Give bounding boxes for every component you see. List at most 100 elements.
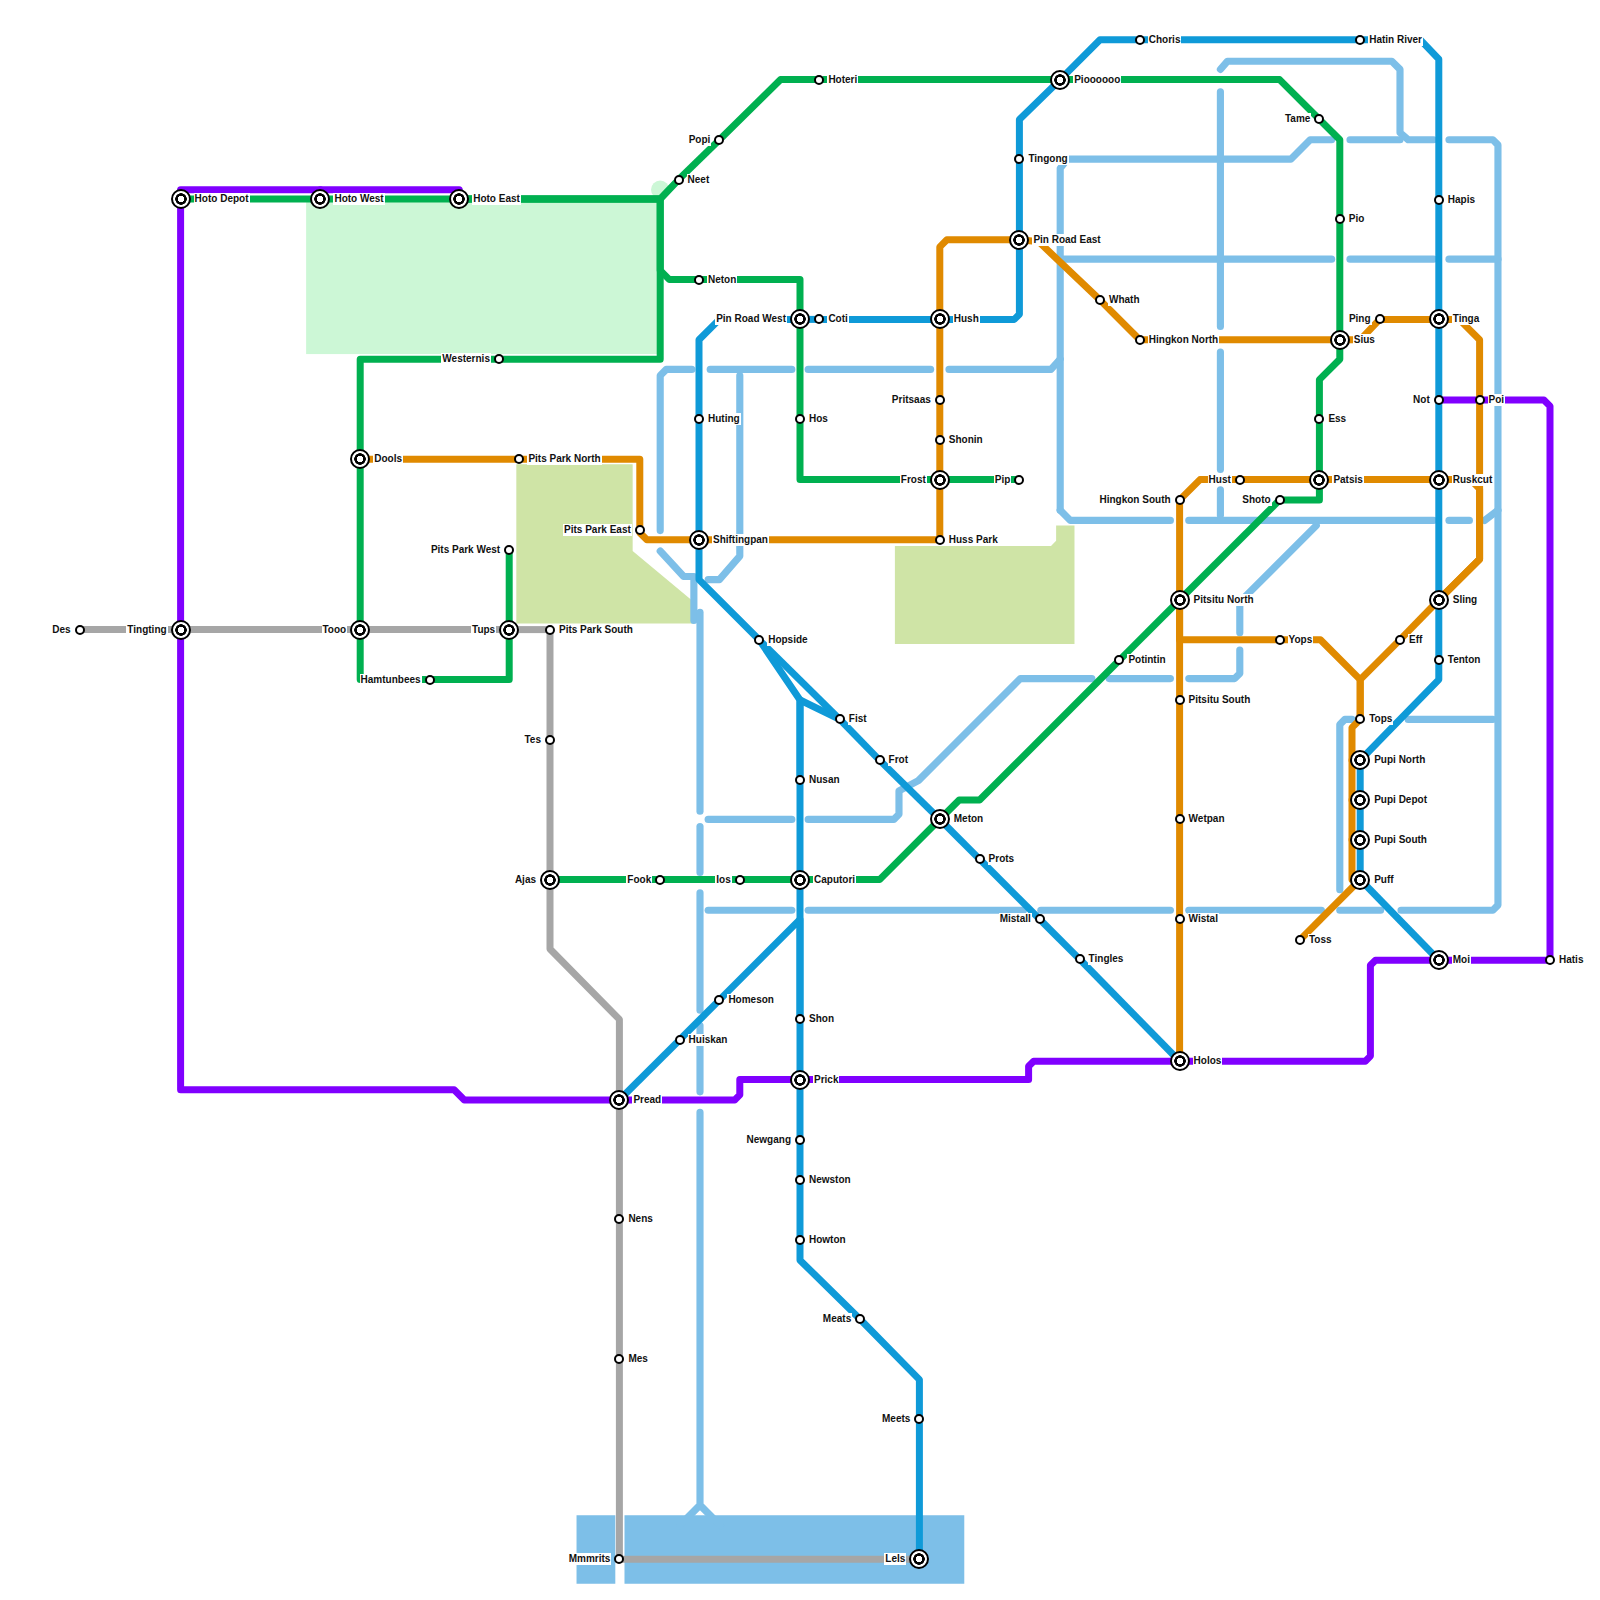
station: Pits Park East [635, 525, 645, 535]
track-segment [1366, 885, 1433, 954]
interchange-station: Moi [1429, 950, 1449, 970]
station-name: Nens [627, 1213, 653, 1225]
station: Hatis [1545, 955, 1555, 965]
station-name: Pits Park East [563, 524, 632, 536]
station-name: Meets [881, 1413, 911, 1425]
track-segment [916, 1422, 923, 1551]
track-segment [940, 240, 1012, 312]
track-segment [517, 626, 547, 633]
station-name: Hingkon North [1148, 334, 1219, 346]
interchange-station: Caputori [790, 870, 810, 890]
track-segment [547, 743, 554, 872]
track-segment [1435, 327, 1442, 397]
track-segment [797, 783, 804, 872]
station: Potintin [1114, 655, 1124, 665]
station: Tingong [1014, 154, 1024, 164]
station: Ess [1314, 414, 1324, 424]
station-name: Pitsitu North [1193, 594, 1255, 606]
station-name: Meton [953, 813, 984, 825]
station-name: Moi [1452, 954, 1471, 966]
station-name: Huiskan [688, 1034, 729, 1046]
station-name: Newston [808, 1174, 852, 1186]
station-name: Hos [808, 413, 829, 425]
track-segment [1176, 503, 1183, 592]
interchange-station: Sius [1330, 330, 1350, 350]
station: Eff [1395, 635, 1405, 645]
station-name: Shoto [1241, 494, 1271, 506]
track-segment [1444, 403, 1479, 594]
interchange-station: Pin Road West [790, 309, 810, 329]
station-name: Hoto East [472, 193, 521, 205]
station-name: Pupi Depot [1373, 794, 1428, 806]
station-name: Sius [1353, 334, 1376, 346]
interchange-station: Frost [930, 470, 950, 490]
station-name: Popi [688, 134, 712, 146]
station: Pio [1335, 214, 1345, 224]
track-segment [1447, 319, 1480, 397]
station-name: Hoto Depot [194, 193, 250, 205]
station-name: Hatis [1558, 954, 1584, 966]
track-segment [1102, 302, 1138, 338]
track-segment [945, 825, 977, 857]
track-segment [1366, 663, 1439, 754]
track-segment [1243, 476, 1312, 483]
track-segment [699, 548, 757, 638]
station-name: Hopside [767, 634, 808, 646]
track-segment [1176, 703, 1183, 816]
station: Fook [655, 875, 665, 885]
track-segment [1180, 608, 1277, 640]
interchange-station: Ajas [540, 870, 560, 890]
station: Hapis [1434, 195, 1444, 205]
station-name: Tingong [1027, 153, 1068, 165]
track-segment [1444, 480, 1479, 595]
station-name: Toss [1308, 934, 1333, 946]
station-name: Pread [632, 1094, 662, 1106]
track-segment [320, 190, 459, 191]
station-name: Ess [1327, 413, 1347, 425]
track-segment [699, 319, 792, 416]
station: Mistall [1035, 914, 1045, 924]
station: Newgang [795, 1135, 805, 1145]
station: Meats [855, 1314, 865, 1324]
track-segment [1302, 885, 1355, 938]
track-segment [1357, 808, 1364, 832]
station-name: Tops [1368, 713, 1393, 725]
track-segment [616, 1222, 623, 1356]
station-name: Frost [900, 474, 927, 486]
track-segment [616, 1362, 623, 1556]
track-segment [722, 80, 817, 138]
track-segment [1176, 922, 1183, 1053]
interchange-station: Prick [790, 1070, 810, 1090]
station-name: Shonin [948, 434, 984, 446]
track-segment [808, 825, 934, 880]
track-segment [722, 919, 801, 1016]
track-segment [1316, 422, 1323, 471]
track-segment [797, 1183, 804, 1237]
station-name: Pritsaas [891, 394, 932, 406]
station-name: Whath [1108, 294, 1141, 306]
interchange-station: Sling [1429, 590, 1449, 610]
track-segment [948, 248, 1020, 320]
track-segment [797, 1022, 804, 1071]
track-segment [936, 488, 943, 537]
interchange-station: Tingting [171, 620, 191, 640]
station: Poi [1475, 395, 1485, 405]
station: Des [75, 625, 85, 635]
station: Popi [714, 135, 724, 145]
station: Pip [1014, 475, 1024, 485]
station: Hoteri [814, 75, 824, 85]
station-name: Holos [1193, 1055, 1223, 1067]
track-segment [506, 553, 513, 622]
station: Tes [545, 735, 555, 745]
station-name: Hingkon South [1098, 494, 1171, 506]
station: Pits Park North [514, 454, 524, 464]
station: Prots [975, 854, 985, 864]
station: Pitsitu South [1175, 695, 1185, 705]
station: Pritsaas [935, 395, 945, 405]
station: Tingles [1075, 954, 1085, 964]
track-segment [522, 459, 639, 526]
station: Hopside [754, 635, 764, 645]
track-segment [1336, 222, 1343, 331]
station-name: Tame [1284, 113, 1311, 125]
track-segment [1027, 241, 1098, 298]
